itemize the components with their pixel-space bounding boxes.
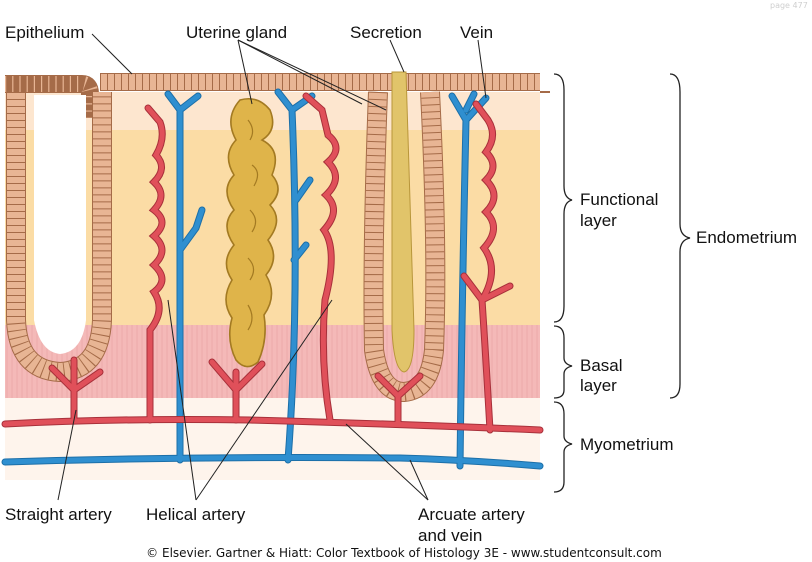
- label-myometrium: Myometrium: [580, 435, 674, 454]
- page-marker: page 477: [770, 1, 808, 10]
- uterine-gland: [225, 97, 279, 368]
- label-endometrium: Endometrium: [696, 228, 797, 247]
- label-straight-artery: Straight artery: [5, 505, 112, 524]
- label-functional-line2: layer: [580, 211, 617, 230]
- secretion: [391, 71, 415, 373]
- leader-lines: [57, 33, 487, 501]
- label-epithelium: Epithelium: [5, 23, 84, 42]
- label-secretion: Secretion: [350, 23, 422, 42]
- label-arcuate-line2: and vein: [418, 526, 482, 545]
- credit-line: © Elsevier. Gartner & Hiatt: Color Textb…: [146, 546, 662, 560]
- label-helical-artery: Helical artery: [146, 505, 246, 524]
- layer-braces: [553, 73, 691, 493]
- myometrium-region: [5, 398, 540, 480]
- label-basal-line1: Basal: [580, 356, 623, 375]
- label-uterine-gland: Uterine gland: [186, 23, 287, 42]
- label-basal-line2: layer: [580, 376, 617, 395]
- label-vein: Vein: [460, 23, 493, 42]
- label-arcuate-line1: Arcuate artery: [418, 505, 525, 524]
- label-functional-line1: Functional: [580, 190, 658, 209]
